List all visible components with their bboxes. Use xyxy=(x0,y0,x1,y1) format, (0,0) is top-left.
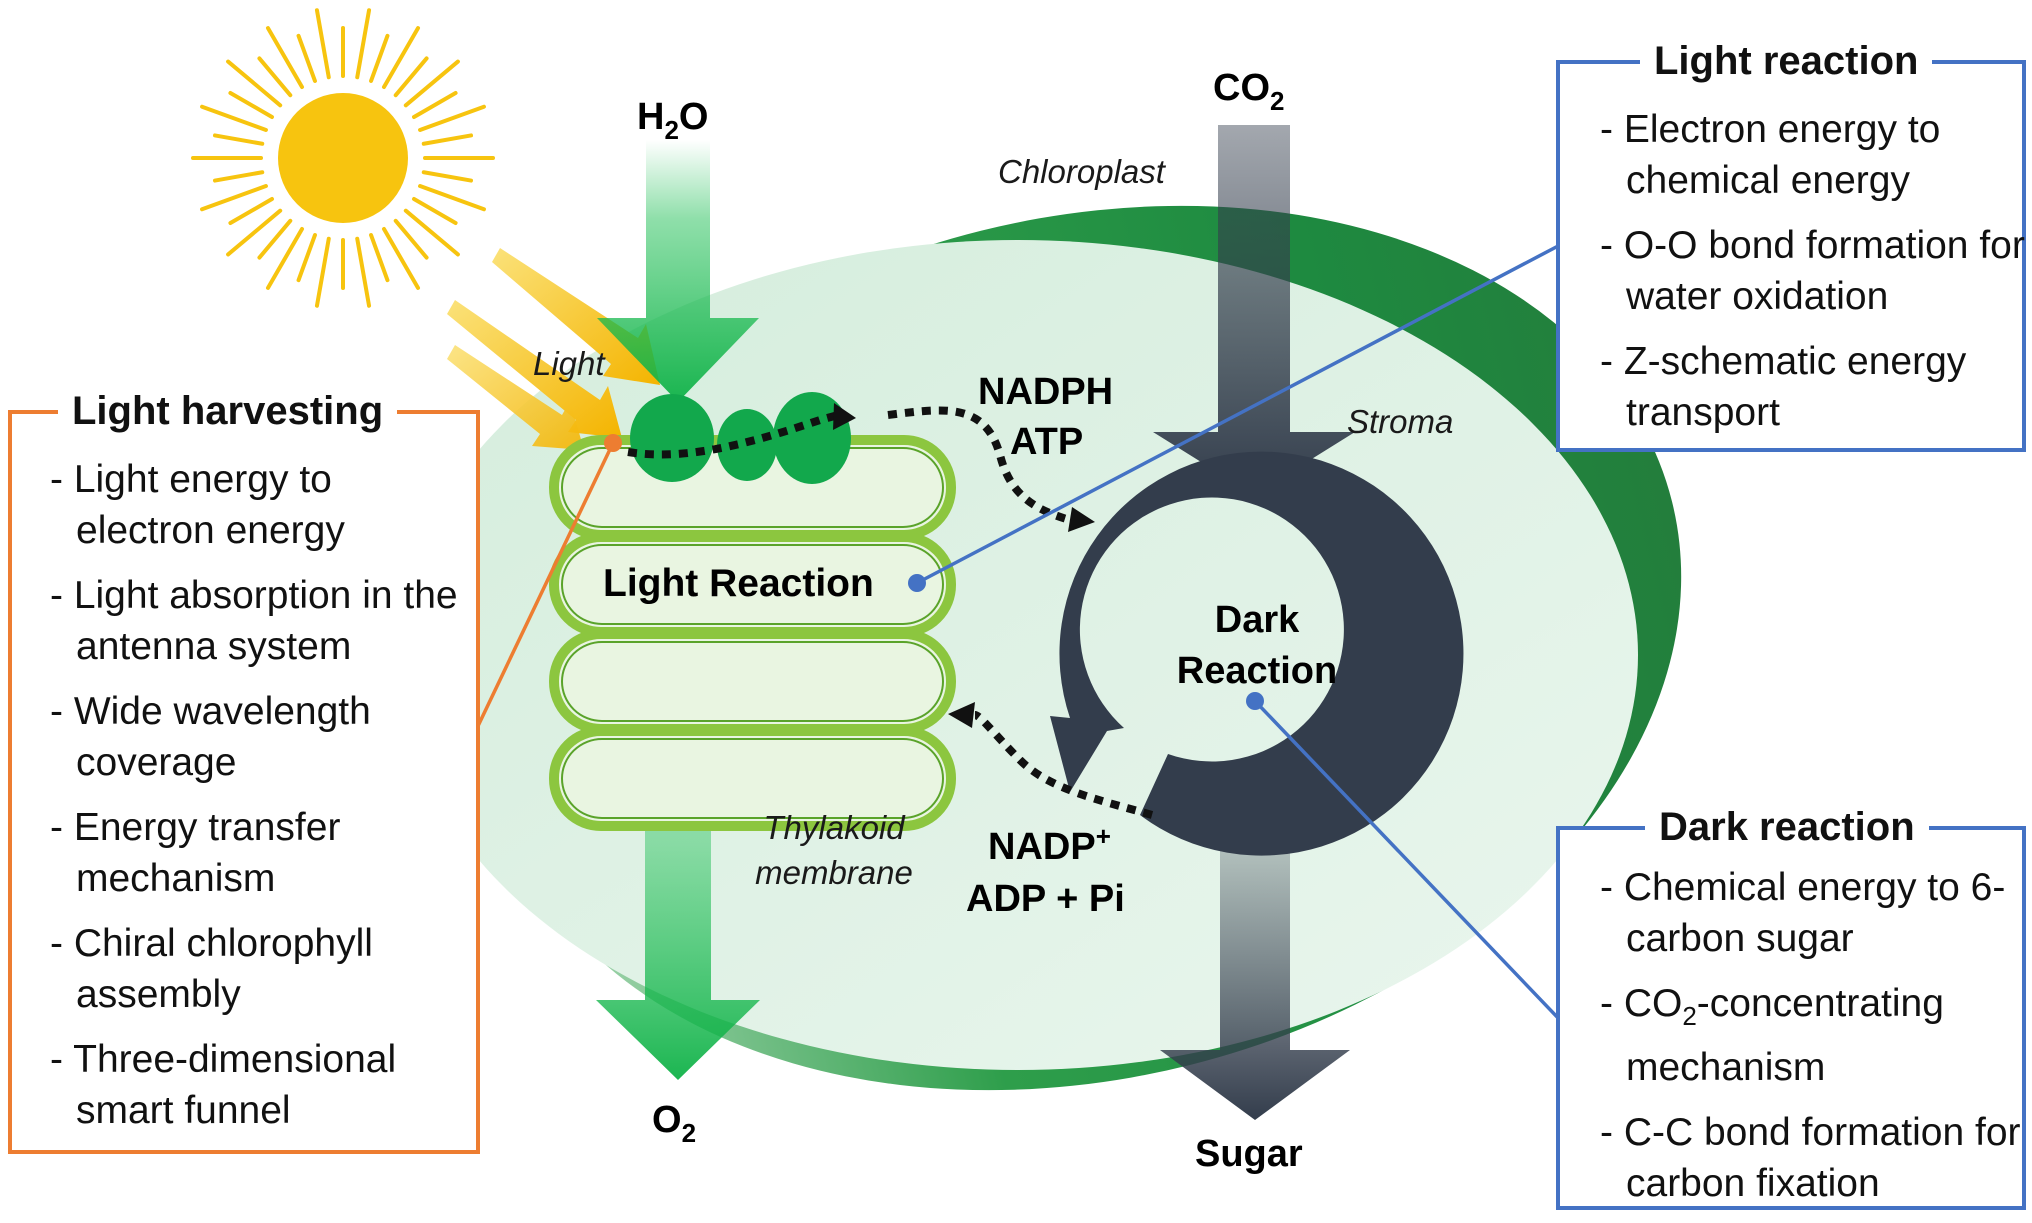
light-reaction-title: Light reaction xyxy=(1640,38,1933,84)
electron-flow-arrows xyxy=(627,406,1154,819)
list-item: Wide wavelength coverage xyxy=(50,686,480,788)
sun-ray xyxy=(226,208,283,257)
sun-ray xyxy=(200,104,268,132)
h2o-arrow xyxy=(597,140,759,402)
list-item: Electron energy to chemical energy xyxy=(1600,104,2025,206)
sun-ray xyxy=(412,197,458,225)
sun-ray xyxy=(266,26,304,89)
nadph-label: NADPH xyxy=(978,371,1113,413)
sun-icon xyxy=(191,8,495,308)
sun-ray xyxy=(314,8,331,80)
list-item: CO2-concentrating mechanism xyxy=(1600,978,2025,1093)
subscript: 2 xyxy=(1682,1000,1697,1031)
sun-ray xyxy=(421,170,474,183)
sun-ray xyxy=(200,184,268,212)
arrowheads xyxy=(833,403,1095,728)
h2o-label: H2O xyxy=(637,96,708,145)
sun-ray xyxy=(296,233,317,283)
o2-label: O2 xyxy=(652,1099,696,1148)
sugar-arrow xyxy=(1160,800,1350,1120)
sun-ray xyxy=(393,56,429,98)
adp-pi-label: ADP + Pi xyxy=(966,878,1125,920)
sun-ray xyxy=(355,236,372,308)
sun-ray xyxy=(403,59,460,108)
sun-ray xyxy=(418,104,486,132)
thylakoid-label-line2: membrane xyxy=(755,854,913,891)
list-item: Light energy to electron energy xyxy=(50,454,480,556)
callout-lines xyxy=(476,243,1562,1022)
sugar-label: Sugar xyxy=(1195,1133,1303,1175)
light-harvesting-box: Light energy to electron energy Light ab… xyxy=(8,410,480,1154)
sun-ray xyxy=(355,8,372,80)
light-reaction-label: Light Reaction xyxy=(603,562,874,605)
dark-reaction-list: Chemical energy to 6-carbon sugar CO2-co… xyxy=(1600,862,2025,1223)
chloroplast-label: Chloroplast xyxy=(998,153,1167,190)
co2-label: CO2 xyxy=(1213,67,1284,116)
list-item: O-O bond formation for water oxidation xyxy=(1600,220,2025,322)
sun-ray xyxy=(369,33,390,83)
dark-reaction-box: Chemical energy to 6-carbon sugar CO2-co… xyxy=(1556,826,2026,1210)
list-item: Three-dimensional smart funnel xyxy=(50,1034,480,1136)
list-item: Chemical energy to 6-carbon sugar xyxy=(1600,862,2025,964)
sun-ray xyxy=(421,133,474,146)
list-item: Z-schematic energy transport xyxy=(1600,336,2025,438)
sun-ray xyxy=(418,184,486,212)
light-harvesting-list: Light energy to electron energy Light ab… xyxy=(50,454,480,1150)
sun-ray xyxy=(257,218,293,260)
sun-ray xyxy=(212,133,265,146)
sun-ray xyxy=(212,170,265,183)
light-ray-arrows xyxy=(447,248,660,450)
dark-reaction-label-line1: Dark xyxy=(1215,599,1300,641)
dark-reaction-label-line2: Reaction xyxy=(1177,650,1337,692)
sun-ray xyxy=(412,91,458,119)
dark-reaction-title: Dark reaction xyxy=(1645,804,1929,850)
thylakoid-stack xyxy=(549,435,956,831)
concentrating-text: -concentrating mechanism xyxy=(1626,982,1944,1089)
sun-ray xyxy=(393,218,429,260)
list-item: Light absorption in the antenna system xyxy=(50,570,480,672)
co2-arrow xyxy=(1153,125,1355,495)
sun-ray xyxy=(369,233,390,283)
sun-ray xyxy=(296,33,317,83)
thylakoid-label-line1: Thylakoid xyxy=(763,809,906,846)
nadp-label: NADP+ xyxy=(988,821,1111,868)
sun-ray xyxy=(382,227,420,290)
dark-reaction-cycle xyxy=(1050,451,1464,856)
sun-ray xyxy=(257,56,293,98)
sun-ray xyxy=(403,208,460,257)
list-item: Chiral chlorophyll assembly xyxy=(50,918,480,1020)
light-reaction-box: Electron energy to chemical energy O-O b… xyxy=(1556,60,2026,452)
sun-ray xyxy=(228,91,274,119)
light-reaction-list: Electron energy to chemical energy O-O b… xyxy=(1600,104,2025,452)
sun-ray xyxy=(314,236,331,308)
light-label: Light xyxy=(533,345,606,382)
list-item: Energy transfer mechanism xyxy=(50,802,480,904)
sun-ray xyxy=(382,26,420,89)
sun-ray xyxy=(226,59,283,108)
sun-ray xyxy=(266,227,304,290)
stroma-label: Stroma xyxy=(1347,403,1453,440)
sun-ray xyxy=(228,197,274,225)
list-item: C-C bond formation for carbon fixation xyxy=(1600,1107,2025,1209)
co2-text: CO xyxy=(1623,982,1683,1025)
atp-label: ATP xyxy=(1010,421,1083,463)
light-harvesting-title: Light harvesting xyxy=(58,388,398,434)
